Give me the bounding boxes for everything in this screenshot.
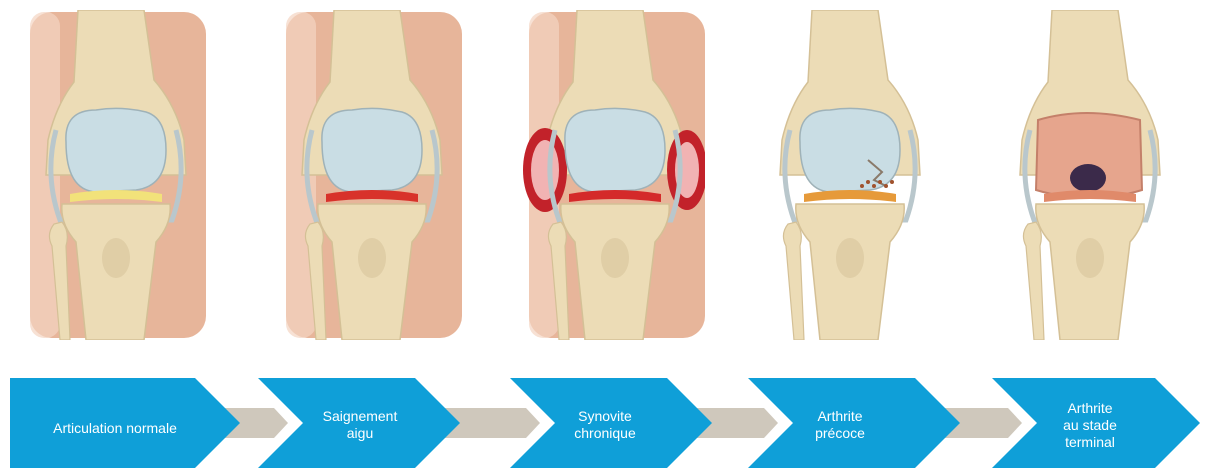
- bone-cyst: [866, 180, 870, 184]
- bone-cyst: [884, 184, 888, 188]
- tibial-tuberosity: [358, 238, 386, 278]
- bone-cyst: [872, 184, 876, 188]
- tibial-tuberosity: [102, 238, 130, 278]
- synovitis-left-inner: [531, 140, 559, 200]
- femoral-cartilage: [800, 108, 900, 192]
- femoral-cartilage: [565, 108, 665, 192]
- tibial-tuberosity: [1076, 238, 1104, 278]
- knee-illustration-end-stage-arthritis: [990, 10, 1180, 340]
- knee-illustration-acute-bleeding: [272, 10, 462, 340]
- knee-illustration-chronic-synovitis: [515, 10, 705, 340]
- bone-cyst: [890, 180, 894, 184]
- bone-cyst: [878, 180, 882, 184]
- fibula-bone: [783, 222, 804, 340]
- fibula-bone: [1023, 222, 1044, 340]
- tibial-tuberosity: [836, 238, 864, 278]
- joint-cavity: [1070, 164, 1106, 192]
- bone-cyst: [860, 184, 864, 188]
- stage-label-normal: Articulation normale: [20, 420, 210, 437]
- femoral-cartilage: [66, 108, 166, 192]
- knee-illustration-normal: [16, 10, 206, 340]
- knee-illustration-early-arthritis: [750, 10, 940, 340]
- tibial-tuberosity: [601, 238, 629, 278]
- femoral-cartilage: [322, 108, 422, 192]
- joint-effusion: [804, 190, 896, 202]
